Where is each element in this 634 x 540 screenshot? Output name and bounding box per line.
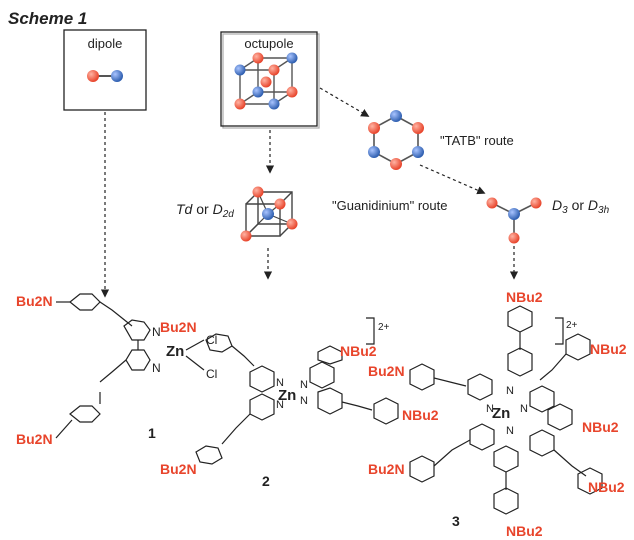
substituent-label: NBu2 — [340, 343, 377, 359]
nitrogen-label: N — [506, 385, 514, 397]
substituent-label: Bu2N — [16, 431, 53, 447]
nitrogen-label: N — [486, 403, 494, 415]
octupole-tatb-arrow — [319, 87, 370, 117]
scheme-heading: Scheme 1 — [8, 9, 87, 28]
substituent-label: Bu2N — [160, 319, 197, 335]
nitrogen-label: N — [152, 325, 161, 339]
d3-symmetry-label: D3 or D3h — [552, 197, 610, 216]
chlorine-label: Cl — [206, 333, 217, 347]
substituent-label: NBu2 — [590, 341, 627, 357]
zinc-label: Zn — [166, 343, 184, 360]
nitrogen-label: N — [520, 403, 528, 415]
compound-2-structure: Bu2N Bu2N N N Zn N N NBu2 NBu2 2+ 2 — [160, 317, 439, 489]
substituent-label: NBu2 — [506, 289, 543, 305]
cube-lattice-icon — [234, 52, 298, 110]
hexagon-icon — [368, 110, 424, 170]
zinc-label: Zn — [492, 405, 510, 422]
substituent-label: NBu2 — [582, 419, 619, 435]
chlorine-label: Cl — [206, 367, 217, 381]
dipole-label: dipole — [88, 36, 123, 51]
red-atom-icon — [87, 70, 99, 82]
td-symmetry-label: Td or D2d — [176, 201, 234, 220]
compound-3-structure: NBu2 2+ NBu2 Bu2N N N Zn N N NBu2 Bu2N N… — [368, 289, 627, 539]
tatb-route-label: "TATB" route — [440, 133, 514, 148]
nitrogen-label: N — [300, 395, 308, 407]
substituent-label: NBu2 — [402, 407, 439, 423]
octupole-label: octupole — [244, 36, 293, 51]
trigonal-icon — [486, 197, 542, 244]
nitrogen-label: N — [506, 425, 514, 437]
guanidinium-route-label: "Guanidinium" route — [332, 198, 447, 213]
charge-label: 2+ — [378, 322, 390, 333]
cube-icon — [240, 186, 298, 242]
substituent-label: Bu2N — [16, 293, 53, 309]
compound-1-structure: Bu2N Bu2N N N Zn Cl Cl 1 — [16, 293, 217, 447]
zinc-label: Zn — [278, 387, 296, 404]
substituent-label: Bu2N — [368, 363, 405, 379]
compound-3-label: 3 — [452, 513, 460, 529]
substituent-label: NBu2 — [506, 523, 543, 539]
nitrogen-label: N — [300, 379, 308, 391]
charge-label: 2+ — [566, 320, 578, 331]
blue-atom-icon — [111, 70, 123, 82]
octupole-box: octupole — [220, 31, 320, 129]
nitrogen-label: N — [276, 377, 284, 389]
compound-2-label: 2 — [262, 473, 270, 489]
substituent-label: NBu2 — [588, 479, 625, 495]
substituent-label: Bu2N — [160, 461, 197, 477]
compound-1-label: 1 — [148, 425, 156, 441]
nitrogen-label: N — [276, 399, 284, 411]
tatb-guanidinium-arrow — [419, 164, 486, 195]
dipole-box: dipole — [63, 29, 147, 111]
nitrogen-label: N — [152, 361, 161, 375]
substituent-label: Bu2N — [368, 461, 405, 477]
